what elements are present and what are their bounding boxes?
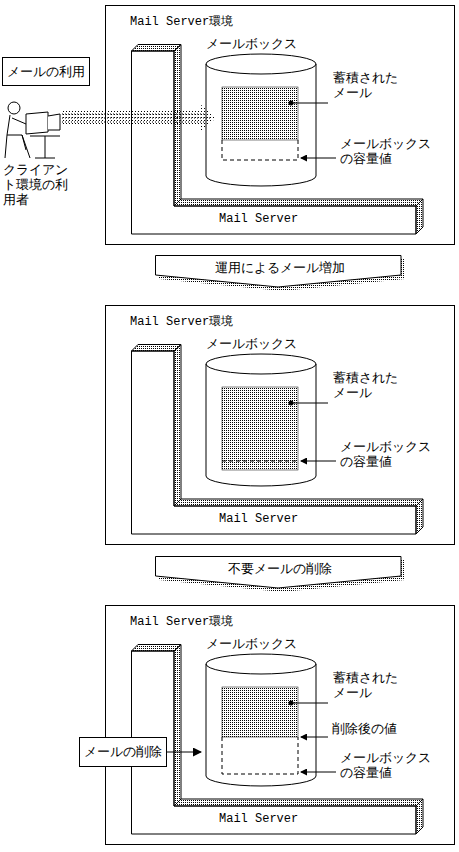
node-text: Mail Server環境 bbox=[130, 614, 233, 630]
delete-box: メールの削除 bbox=[79, 737, 167, 767]
node-text: メールボックス bbox=[206, 336, 297, 352]
stored-mail bbox=[222, 687, 298, 737]
node-text: Mail Server環境 bbox=[130, 14, 233, 30]
outline-part bbox=[206, 654, 316, 674]
cyl-outline bbox=[201, 36, 321, 188]
callout-label: 蓄積された メール bbox=[333, 70, 398, 100]
callout-label: メールボックス の容量値 bbox=[340, 439, 431, 469]
outline-part bbox=[206, 354, 316, 374]
node-text: Mail Server環境 bbox=[130, 314, 233, 330]
outline-part bbox=[132, 645, 182, 652]
outline-part bbox=[206, 54, 316, 74]
stored-mail bbox=[222, 87, 298, 140]
mailbox-cylinder: メールボックス bbox=[201, 36, 321, 188]
outline-part bbox=[132, 651, 417, 834]
capacity-line bbox=[222, 140, 298, 160]
callout-label: メールボックス の容量値 bbox=[340, 136, 431, 166]
outline-part bbox=[174, 799, 423, 806]
callout-label: メールボックス の容量値 bbox=[340, 750, 431, 780]
outline-part bbox=[416, 499, 423, 534]
leader-line bbox=[292, 703, 328, 704]
node-text: メールボックス bbox=[206, 636, 297, 652]
outline-part bbox=[174, 345, 181, 507]
outline-part bbox=[416, 199, 423, 234]
callout-label: 削除後の値 bbox=[332, 721, 397, 736]
leader-line bbox=[301, 772, 336, 773]
mailbox-cylinder: メールボックス bbox=[201, 636, 321, 788]
leader-line bbox=[301, 158, 336, 159]
outline-part bbox=[206, 64, 316, 186]
leader-line bbox=[301, 737, 328, 738]
leader-line bbox=[292, 103, 328, 104]
leader-dot bbox=[289, 101, 294, 106]
outline-part bbox=[416, 799, 423, 834]
node-text: 運用によるメール増加 bbox=[155, 260, 405, 276]
callout-label: 蓄積された メール bbox=[333, 370, 398, 400]
node-text: メールの利用 bbox=[3, 64, 89, 80]
outline-part bbox=[206, 364, 316, 486]
node-text: Mail Server bbox=[219, 511, 298, 527]
connector-arrow bbox=[167, 752, 201, 753]
leader-line bbox=[301, 461, 336, 462]
cyl-outline bbox=[201, 636, 321, 788]
mailbox-cylinder: メールボックス bbox=[201, 336, 321, 488]
environment-panel: Mail Server環境 Mail Server メールボックス bbox=[105, 305, 455, 545]
usage-box: メールの利用 bbox=[2, 57, 90, 86]
outline-part bbox=[132, 45, 182, 52]
environment-panel: Mail Server環境 Mail Server メールボックス bbox=[105, 5, 455, 245]
outline-part bbox=[174, 199, 423, 206]
leader-line bbox=[292, 403, 328, 404]
user-label: クライアン ト環境の利 用者 bbox=[3, 162, 68, 207]
step-arrow: 運用によるメール増加 bbox=[155, 255, 405, 291]
outline-part bbox=[206, 664, 316, 786]
outline-part bbox=[174, 645, 181, 807]
environment-panel: Mail Server環境 Mail Server メールボックス bbox=[105, 605, 455, 845]
capacity-line bbox=[222, 461, 298, 462]
outline-part bbox=[174, 499, 423, 506]
node-text: メールの削除 bbox=[80, 744, 166, 760]
step-arrow: 不要メールの削除 bbox=[155, 556, 405, 592]
node-text: Mail Server bbox=[219, 811, 298, 827]
node-text: Mail Server bbox=[219, 211, 298, 227]
stored-mail bbox=[222, 387, 298, 470]
node-text: メールボックス bbox=[206, 36, 297, 52]
leader-dot bbox=[289, 701, 294, 706]
leader-dot bbox=[289, 401, 294, 406]
callout-label: 蓄積された メール bbox=[333, 670, 398, 700]
cyl-outline bbox=[201, 336, 321, 488]
outline-part bbox=[132, 345, 182, 352]
access-arrow bbox=[62, 104, 216, 132]
outline-part bbox=[174, 45, 181, 207]
capacity-line bbox=[222, 737, 298, 774]
node-text: 不要メールの削除 bbox=[155, 561, 405, 577]
user-icon bbox=[5, 102, 60, 158]
